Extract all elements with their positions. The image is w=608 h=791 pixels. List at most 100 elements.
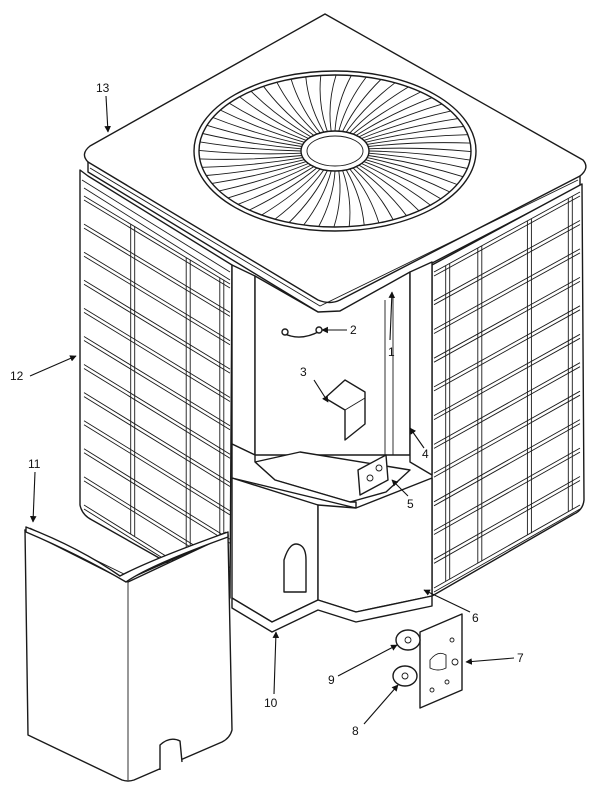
grille-spoke [342, 79, 382, 132]
leader-4 [409, 427, 425, 449]
grille-spoke [352, 167, 394, 220]
leader-1 [388, 291, 396, 341]
guard-rail [83, 368, 231, 459]
callout-8: 8 [352, 724, 359, 738]
grille-spoke [368, 150, 471, 161]
fan-grille [193, 70, 477, 232]
guard-rail [433, 220, 581, 302]
grille-spoke [361, 110, 451, 139]
guard-rail [433, 305, 581, 388]
guard-rail [433, 248, 581, 330]
guard-rail [83, 452, 231, 544]
grille-spoke [333, 170, 341, 228]
grille-spoke [219, 163, 309, 192]
leader-12 [29, 355, 77, 377]
guard-rail [83, 279, 231, 370]
guard-rail [433, 447, 581, 531]
leader-10 [272, 631, 280, 695]
guard-rail [433, 277, 581, 359]
guard-rail [83, 283, 231, 374]
grille-spoke [358, 103, 443, 138]
guard-rail [433, 224, 581, 306]
grille-spoke [237, 166, 315, 205]
callout-6: 6 [472, 611, 479, 625]
wire-clip [281, 326, 323, 338]
grille-spoke [329, 74, 337, 132]
grille-spoke [342, 170, 351, 227]
callout-5: 5 [407, 497, 414, 511]
grille-spoke [202, 133, 302, 150]
grille-spoke [220, 109, 305, 143]
control-box-area [231, 261, 433, 476]
guard-rail [433, 309, 581, 392]
leader-lines [29, 95, 515, 725]
leader-13 [104, 95, 111, 133]
right-coil-guard [431, 183, 585, 597]
grille-spoke [367, 134, 468, 145]
grille-spoke [199, 141, 302, 152]
callout-13: 13 [96, 81, 110, 95]
guard-rail [83, 392, 231, 483]
guard-rail [83, 336, 231, 427]
guard-rail [83, 199, 231, 289]
grille-spoke [305, 76, 325, 133]
grille-spoke [263, 86, 315, 136]
guard-rail [83, 396, 231, 487]
grille-spoke [211, 161, 307, 184]
service-valve-plate [419, 613, 463, 709]
grille-spoke [355, 97, 433, 136]
grille-spoke [368, 152, 468, 169]
callout-2: 2 [350, 323, 357, 337]
guard-rail [433, 366, 581, 449]
grille-spoke [212, 117, 303, 145]
guard-rail [83, 364, 231, 455]
guard-rail [433, 252, 581, 334]
access-panel [24, 526, 233, 782]
guard-rail [433, 394, 581, 478]
grille-spoke [199, 155, 302, 160]
guard-rail [433, 423, 581, 507]
gasket-9 [395, 629, 421, 651]
callout-11: 11 [28, 457, 41, 471]
grille-spoke [202, 157, 303, 168]
grille-spoke [261, 168, 321, 216]
guard-rail [83, 448, 231, 540]
leader-7 [465, 657, 515, 665]
grille-spoke [363, 118, 459, 141]
grille-spoke [349, 86, 409, 134]
grille-spoke [206, 159, 305, 176]
guard-rail [433, 480, 581, 564]
grille-spoke [198, 149, 302, 155]
gasket-8 [392, 665, 418, 687]
grille-spoke [365, 159, 450, 193]
base-pan [231, 443, 433, 633]
callout-10: 10 [264, 696, 278, 710]
grille-spoke [358, 164, 420, 212]
guard-rail [83, 312, 231, 402]
guard-rail [83, 255, 231, 346]
callout-12: 12 [10, 369, 24, 383]
leader-6 [423, 589, 471, 613]
leader-3 [313, 379, 329, 403]
guard-rail [433, 195, 581, 277]
callout-7: 7 [517, 651, 524, 665]
guard-rail [83, 195, 231, 285]
grille-spoke [229, 102, 307, 141]
guard-rail [83, 420, 231, 512]
grille-spoke [367, 157, 458, 185]
guard-rail [433, 451, 581, 535]
leader-5 [391, 479, 409, 497]
guard-rail [433, 419, 581, 503]
guard-rail [433, 504, 581, 589]
guard-rail [433, 476, 581, 560]
grille-spoke [206, 124, 302, 147]
callout-1: 1 [388, 345, 395, 359]
guard-rail [83, 227, 231, 317]
grille-spoke [368, 155, 464, 178]
guard-rail [83, 424, 231, 516]
callout-9: 9 [328, 673, 335, 687]
grille-spoke [349, 168, 380, 224]
mounting-bracket [357, 454, 389, 496]
grille-spoke [239, 96, 309, 139]
